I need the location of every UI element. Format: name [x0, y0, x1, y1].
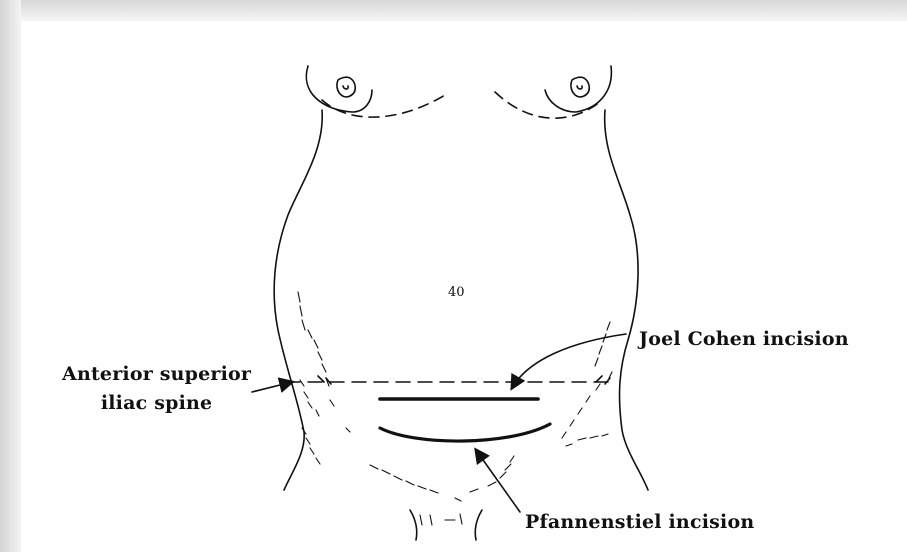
asis-label-line2: iliac spine [62, 389, 251, 418]
left-inframammary-line [322, 95, 445, 117]
left-flank-outline [274, 110, 322, 490]
left-breast-outline [306, 66, 372, 112]
left-asis-mark [318, 376, 331, 384]
pfannenstiel-arrow [476, 450, 520, 512]
asis-label: Anterior superior iliac spine [62, 360, 251, 418]
left-nipple [337, 77, 355, 97]
right-asis-mark [596, 376, 610, 384]
joel-cohen-label: Joel Cohen incision [639, 328, 849, 350]
pubic-hatching [370, 456, 514, 525]
pfannenstiel-incision [380, 424, 550, 441]
asis-label-line1: Anterior superior [62, 360, 251, 389]
left-flank-hatching [298, 292, 350, 464]
asis-arrow [252, 382, 292, 392]
groin-outline [410, 510, 482, 540]
right-nipple [571, 77, 589, 97]
umbilicus-mark: 40 [448, 285, 465, 300]
right-flank-outline [605, 110, 648, 490]
pfannenstiel-label: Pfannenstiel incision [525, 511, 754, 533]
